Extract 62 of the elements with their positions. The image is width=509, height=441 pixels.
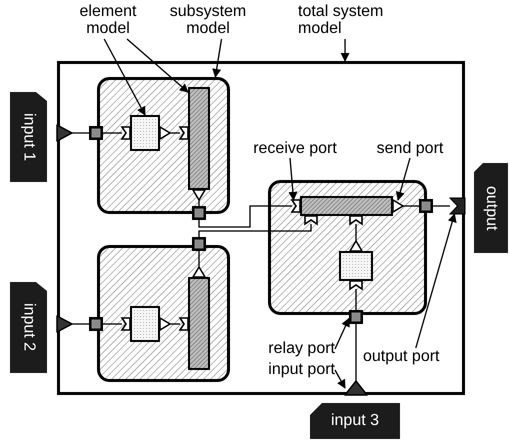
connector-line <box>170 132 180 134</box>
annotation-label: subsystem model <box>163 3 253 39</box>
annotation-label: relay port <box>240 340 335 358</box>
annotation-label: element model <box>70 3 146 39</box>
connector-line <box>103 323 122 325</box>
send-port-triangle <box>350 241 362 251</box>
relay-port-square <box>89 317 103 331</box>
connector-line <box>355 289 357 310</box>
output-tag: output <box>474 163 508 253</box>
connector-line <box>198 224 312 237</box>
send-port-triangle <box>393 200 403 212</box>
system-boundary-box <box>57 61 465 395</box>
relay-port-square <box>89 126 103 140</box>
input-tag: input 3 <box>310 403 400 439</box>
element-box <box>339 251 373 281</box>
subsystem-box <box>97 77 230 214</box>
leader-arrow <box>334 370 346 389</box>
connector-line <box>103 132 122 134</box>
connector-line <box>198 251 200 267</box>
input-port-triangle <box>57 125 72 141</box>
input-port-triangle <box>345 381 367 395</box>
leader-arrow <box>340 39 350 62</box>
connector-line <box>355 324 357 381</box>
send-port-triangle <box>193 190 205 200</box>
leader-arrow <box>104 38 146 116</box>
input-port-triangle <box>57 316 72 332</box>
annotation-label: total system model <box>298 3 410 39</box>
annotation-label: input port <box>240 361 335 379</box>
annotation-label: send port <box>368 140 452 158</box>
subsystem-box <box>268 180 427 315</box>
element-box <box>130 115 160 151</box>
leader-arrow <box>212 38 222 78</box>
relay-port-square <box>419 199 433 213</box>
bar-element <box>188 277 210 370</box>
annotation-label: output port <box>363 348 451 366</box>
input-tag: input 2 <box>10 282 47 373</box>
output-port-shape <box>450 198 465 214</box>
connector-line <box>198 205 292 228</box>
connector-line <box>403 205 419 207</box>
send-port-triangle <box>160 318 170 330</box>
relay-port-square <box>349 310 363 324</box>
leader-arrow <box>334 318 350 350</box>
connector-line <box>433 205 450 207</box>
leader-arrow <box>415 213 457 348</box>
connector-line <box>198 200 200 206</box>
connector-line <box>170 323 180 325</box>
annotation-label: receive port <box>245 140 345 158</box>
element-box <box>130 306 160 342</box>
connector-line <box>355 224 357 241</box>
input-tag: input 1 <box>10 92 47 182</box>
connector-line <box>72 323 89 325</box>
relay-port-square <box>192 206 206 220</box>
leader-arrow <box>396 158 411 201</box>
subsystem-box <box>97 245 230 382</box>
send-port-triangle <box>160 127 170 139</box>
connector-line <box>72 132 89 134</box>
bar-element <box>300 196 393 216</box>
relay-port-square <box>192 237 206 251</box>
send-port-triangle <box>193 267 205 277</box>
leader-arrow <box>126 38 189 93</box>
bar-element <box>188 87 210 190</box>
leader-arrow <box>288 158 298 201</box>
